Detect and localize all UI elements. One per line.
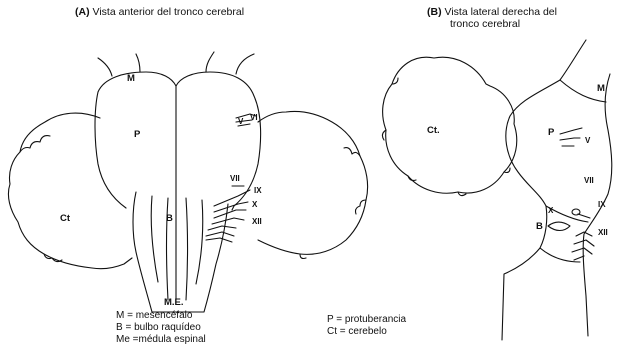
cerebellum-wavy-a <box>20 136 366 262</box>
panel-a-illustration <box>8 52 367 312</box>
midbrain-stub-a <box>98 52 254 76</box>
cerebellum-outline-b <box>383 57 517 193</box>
cerebellum-wavy-b <box>382 78 510 196</box>
label-a-ix: IX <box>254 186 262 195</box>
label-b-xii: XII <box>598 228 608 237</box>
legend-bulbo: B = bulbo raquídeo <box>116 322 201 334</box>
label-a-ct: Ct <box>60 214 70 224</box>
nerve-x-b <box>548 222 570 230</box>
nerve-ix-b <box>578 214 590 218</box>
pons-outline-a <box>95 72 261 210</box>
brainstem-inner-b <box>540 80 606 262</box>
label-b-p: P <box>548 128 554 138</box>
medulla-inner-a <box>151 196 203 300</box>
label-a-p: P <box>134 130 140 140</box>
label-a-v: V <box>238 117 243 126</box>
label-a-m: M <box>127 74 135 84</box>
panel-b-illustration <box>382 40 611 340</box>
legend-medula: Me =médula espinal <box>116 334 206 346</box>
label-a-vii: VII <box>230 174 240 183</box>
nerve-v-b <box>560 128 582 146</box>
label-a-b: B <box>166 214 173 224</box>
nerve-xii-a <box>206 226 236 242</box>
legend-protuberancia: P = protuberancia <box>327 314 406 326</box>
label-a-xii: XII <box>252 217 262 226</box>
label-b-vii: VII <box>584 176 594 185</box>
label-b-ix: IX <box>598 200 606 209</box>
legend-mesencefalo: M = mesencéfalo <box>116 310 192 322</box>
label-b-ct: Ct. <box>427 126 440 136</box>
medulla-outline-a <box>133 192 228 312</box>
label-a-x: X <box>252 200 257 209</box>
label-b-x: X <box>548 206 553 215</box>
brainstem-outline-b <box>502 40 612 340</box>
label-b-v: V <box>585 136 590 145</box>
label-a-vi: VI <box>250 113 258 122</box>
legend-cerebelo: Ct = cerebelo <box>327 326 387 338</box>
label-b-b: B <box>536 222 543 232</box>
label-a-me: M.E. <box>164 298 184 308</box>
label-b-m: M <box>597 84 605 94</box>
